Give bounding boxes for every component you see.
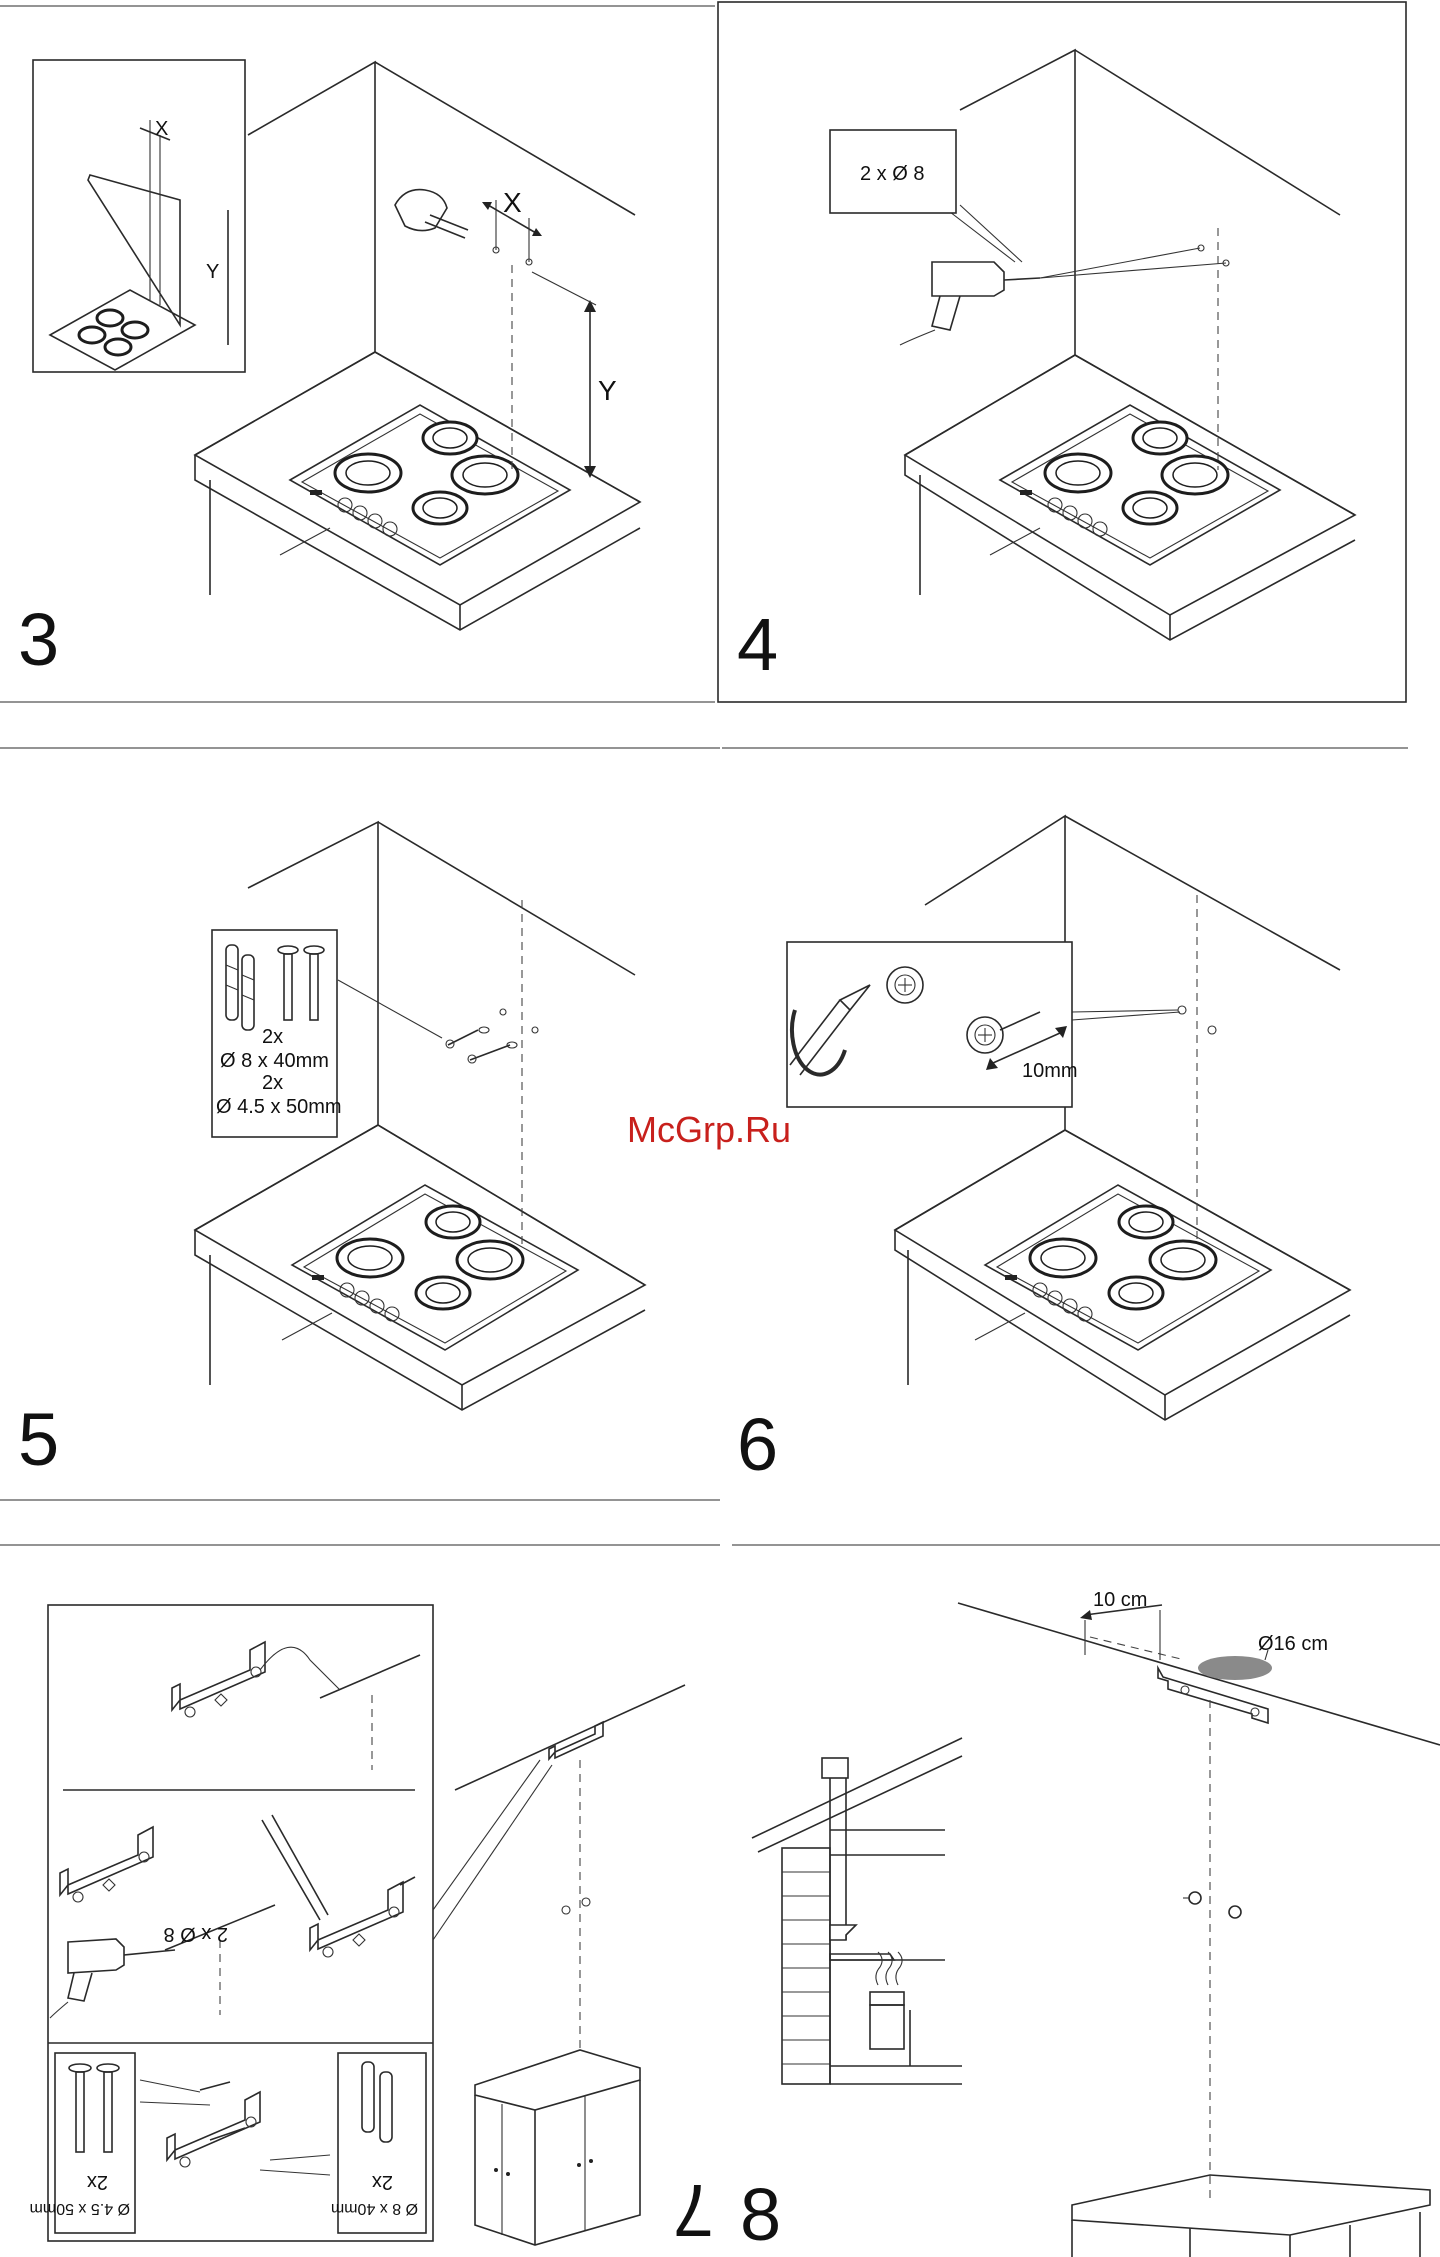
- wall-plugs-screws: [446, 1009, 538, 1063]
- plugs-size-label: Ø 8 x 40mm: [331, 2200, 418, 2217]
- drill-size-label: 2 x Ø 8: [164, 1923, 228, 1945]
- dimension-y-label: Y: [598, 375, 617, 406]
- step-number-4: 4: [737, 603, 778, 686]
- wall-cabinet: [1072, 2175, 1430, 2257]
- step-number-7: 7: [673, 2169, 714, 2252]
- callout-line-1: 2x: [262, 1026, 283, 1048]
- dimension-x-label: X: [503, 187, 522, 218]
- hand-pencil-icon: [395, 190, 468, 238]
- step-number-3: 3: [18, 598, 59, 681]
- offset-label: 10 cm: [1093, 1589, 1147, 1611]
- screws-size-label: Ø 4.5 x 50mm: [30, 2200, 130, 2217]
- drill-icon: [900, 262, 1040, 345]
- panel-step-3: X Y X Y 3: [0, 6, 715, 702]
- diameter-label: Ø16 cm: [1258, 1633, 1328, 1655]
- step-number-8: 8: [740, 2173, 781, 2256]
- cooktop: [280, 405, 570, 565]
- inset-y-label: Y: [206, 261, 219, 283]
- panel-step-4: 2 x Ø 8 4: [718, 2, 1406, 702]
- cooktop: [282, 1185, 578, 1350]
- plugs-qty-label: 2x: [372, 2171, 393, 2193]
- screw-projection-label: 10mm: [1022, 1060, 1078, 1082]
- bracket-icon: [549, 1722, 603, 1759]
- inset-hood-measurement: X Y: [33, 60, 245, 372]
- inset-x-label: X: [155, 118, 168, 140]
- callout-line-3: 2x: [262, 1072, 283, 1094]
- cooktop: [990, 405, 1280, 565]
- cooktop: [975, 1185, 1271, 1350]
- screws-qty-label: 2x: [87, 2171, 108, 2193]
- watermark: McGrp.Ru: [627, 1109, 791, 1150]
- callout-line-4: Ø 4.5 x 50mm: [216, 1096, 342, 1118]
- step-number-5: 5: [18, 1398, 59, 1481]
- panel-step-8: 10 cm Ø16 cm: [732, 1545, 1440, 2257]
- duct-hole: [1198, 1656, 1272, 1680]
- house-illustration: [752, 1738, 962, 2084]
- step-number-6: 6: [737, 1403, 778, 1486]
- drill-size-label: 2 x Ø 8: [860, 163, 924, 185]
- panel-step-7: 2 x Ø 8 2x Ø 4.5 x 50mm 2x Ø 8 x 40mm: [0, 1545, 720, 2252]
- callout-line-2: Ø 8 x 40mm: [220, 1050, 329, 1072]
- panel-step-6: 10mm 6: [722, 748, 1408, 1486]
- panel-step-5: 2x Ø 8 x 40mm 2x Ø 4.5 x 50mm 5: [0, 748, 720, 1500]
- wall-cabinet: [475, 2050, 640, 2245]
